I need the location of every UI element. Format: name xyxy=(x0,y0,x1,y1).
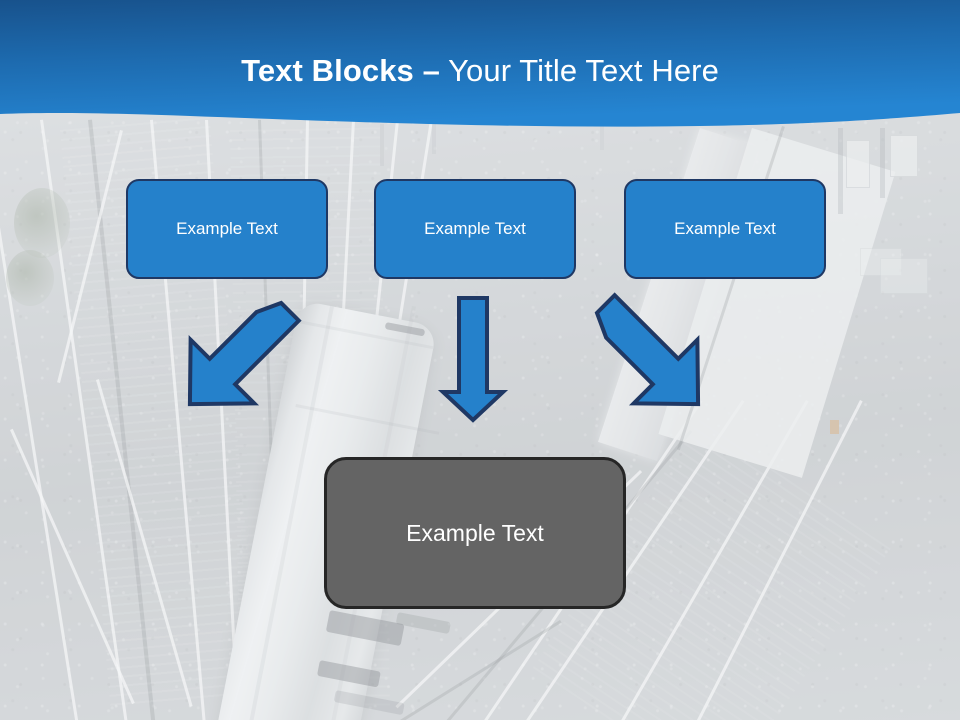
vegetation-patch xyxy=(14,188,70,258)
signal-box xyxy=(890,135,918,177)
text-block-1[interactable]: Example Text xyxy=(126,179,328,279)
text-block-3[interactable]: Example Text xyxy=(624,179,826,279)
signal-post xyxy=(600,124,604,150)
signal-box xyxy=(846,140,870,188)
slide-title: Text Blocks – Your Title Text Here xyxy=(0,52,960,90)
slide-title-regular: Your Title Text Here xyxy=(439,53,719,88)
slide-header: Text Blocks – Your Title Text Here xyxy=(0,0,960,140)
signal-post xyxy=(880,128,885,198)
trackside-marker xyxy=(830,420,839,434)
trackside-cabinet xyxy=(860,248,902,276)
header-wave-shape xyxy=(0,0,960,127)
text-block-2-label: Example Text xyxy=(424,219,526,238)
vegetation-patch xyxy=(6,250,54,306)
text-block-result-label: Example Text xyxy=(406,519,544,546)
text-block-3-label: Example Text xyxy=(674,219,776,238)
signal-post xyxy=(838,128,843,214)
signal-post xyxy=(380,124,384,166)
text-block-1-label: Example Text xyxy=(176,219,278,238)
text-block-2[interactable]: Example Text xyxy=(374,179,576,279)
signal-post xyxy=(432,124,436,154)
slide-title-bold: Text Blocks – xyxy=(241,53,440,88)
trackside-cabinet xyxy=(880,258,928,294)
text-block-result[interactable]: Example Text xyxy=(324,457,626,609)
